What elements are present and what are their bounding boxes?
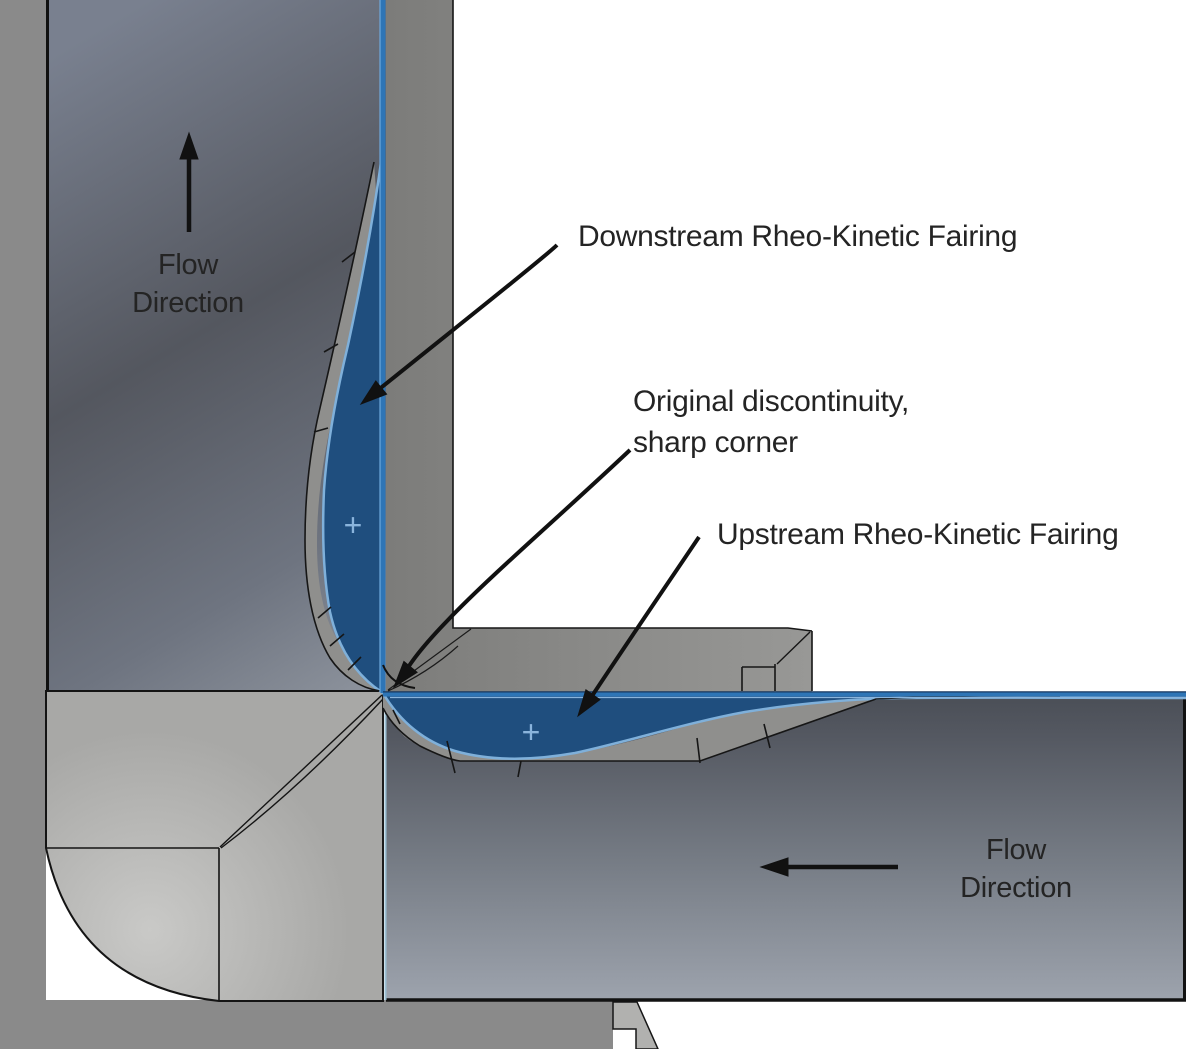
plus-marker-upstream: +: [522, 714, 541, 750]
wall-chamfer-seam: [776, 631, 811, 665]
downstream-fairing-body: [323, 148, 383, 693]
block-chamfer-seams: [219, 694, 384, 849]
upstream-leader-shaft: [590, 535, 701, 698]
upstream-fairing-ticks: [392, 709, 771, 778]
gray-background-bottom: [0, 1000, 613, 1049]
downstream-fairing: [304, 147, 385, 695]
upstream-leader-head: [577, 688, 601, 718]
block-seam-lines: [46, 847, 220, 1001]
label-original-discontinuity-line2: sharp corner: [633, 426, 798, 459]
label-downstream-fairing: Downstream Rheo-Kinetic Fairing: [578, 220, 1018, 253]
label-flow-top-line2: Direction: [132, 287, 244, 319]
label-upstream-fairing: Upstream Rheo-Kinetic Fairing: [717, 518, 1119, 551]
flow-up-arrow-head: [179, 131, 199, 160]
label-original-discontinuity-line1: Original discontinuity,: [633, 385, 910, 418]
label-flow-direction-bottom: Flow Direction: [925, 831, 1107, 907]
gray-background-left: [0, 0, 46, 1049]
label-flow-direction-top: Flow Direction: [97, 246, 279, 322]
downstream-fairing-seat: [305, 162, 383, 693]
downstream-leader-shaft: [370, 243, 559, 397]
plus-marker-downstream: +: [344, 507, 363, 543]
label-flow-top-line1: Flow: [157, 249, 219, 281]
discontinuity-leader-shaft: [401, 448, 632, 677]
downstream-fairing-ticks: [313, 251, 362, 671]
downstream-leader-head: [359, 380, 388, 406]
pipe-wall-section: [386, 0, 813, 692]
downstream-fairing-surface-curve: [321, 147, 385, 695]
annotation-arrows: [179, 131, 898, 877]
label-original-discontinuity: Original discontinuity, sharp corner: [633, 381, 909, 463]
discontinuity-leader-head: [392, 660, 418, 689]
downstream-fairing-back-edge: [304, 161, 381, 692]
label-flow-bottom-line2: Direction: [960, 872, 1072, 904]
lower-flange-tab: [612, 1001, 659, 1049]
wall-flange-notch: [741, 664, 776, 691]
discontinuity-corner-arc: [382, 664, 416, 689]
elbow-corner-block: [45, 690, 384, 1002]
label-flow-bottom-line1: Flow: [985, 834, 1047, 866]
flow-left-arrow-head: [759, 857, 789, 877]
